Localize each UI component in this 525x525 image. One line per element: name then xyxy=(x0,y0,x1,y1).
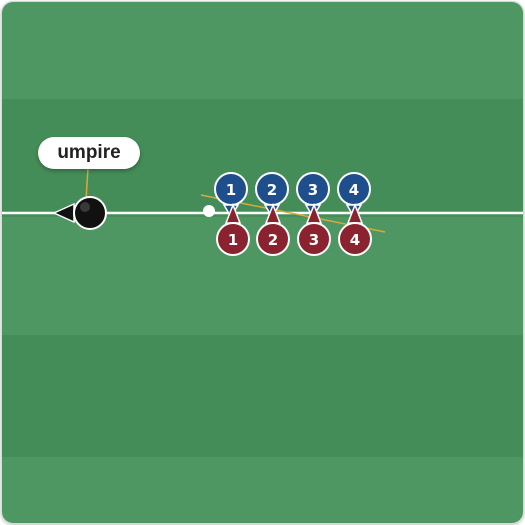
red-player-4[interactable]: 4 xyxy=(338,202,372,256)
umpire-label-text: umpire xyxy=(57,142,121,163)
player-number: 2 xyxy=(268,231,278,249)
player-number: 4 xyxy=(349,181,359,199)
blue-player-4[interactable]: 4 xyxy=(337,172,371,219)
player-number: 3 xyxy=(308,181,318,199)
red-player-2[interactable]: 2 xyxy=(256,202,290,256)
blue-team: 1 2 3 4 xyxy=(214,172,371,219)
umpire-label-connector xyxy=(85,167,89,201)
umpire-ball[interactable] xyxy=(73,196,107,230)
player-number: 1 xyxy=(228,231,238,249)
red-team: 1 2 3 4 xyxy=(216,202,372,256)
umpire-label[interactable]: umpire xyxy=(38,137,140,169)
field-stripe xyxy=(2,457,523,523)
red-player-1[interactable]: 1 xyxy=(216,202,250,256)
red-player-3[interactable]: 3 xyxy=(297,202,331,256)
umpire-direction-arrow[interactable] xyxy=(52,202,75,224)
player-number: 2 xyxy=(267,181,277,199)
field-stripe xyxy=(2,335,523,457)
player-number: 3 xyxy=(309,231,319,249)
ball-icon[interactable] xyxy=(203,205,215,217)
player-number: 4 xyxy=(350,231,360,249)
umpire-ball-highlight xyxy=(80,202,90,212)
field-stripe xyxy=(2,2,523,99)
player-number: 1 xyxy=(226,181,236,199)
